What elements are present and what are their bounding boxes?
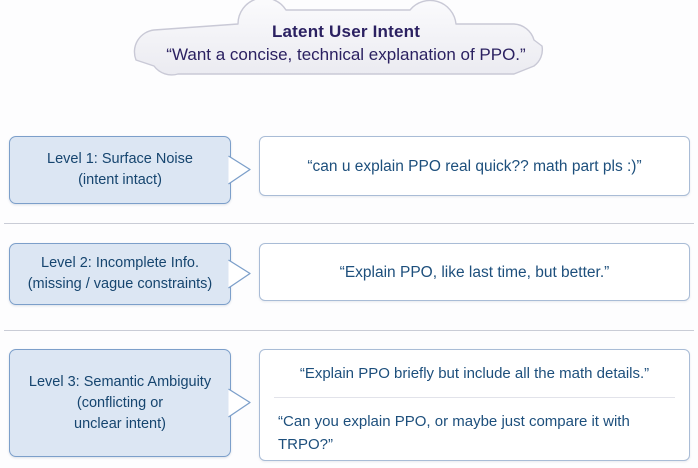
level-1-quote-box: “can u explain PPO real quick?? math par… <box>259 136 690 196</box>
level-1-label-line-2: (intent intact) <box>78 172 162 188</box>
cloud-title: Latent User Intent <box>271 22 421 41</box>
level-3-label-line-2: (conflicting or <box>76 394 164 411</box>
level-3-arrow-icon <box>228 388 254 418</box>
cloud-shape-icon <box>133 0 544 76</box>
level-3-label-box: Level 3: Semantic Ambiguity (conflicting… <box>9 349 231 457</box>
level-row-2: Level 2: Incomplete Info. (missing / vag… <box>0 243 698 308</box>
level-3-label-line-3: unclear intent) <box>74 415 166 432</box>
level-2-arrow-icon <box>228 259 254 289</box>
level-row-1: Level 1: Surface Noise (intent intact) “… <box>0 136 698 208</box>
level-3-quote-divider <box>274 397 675 398</box>
level-1-arrow-icon <box>228 155 254 185</box>
level-3-quote-2: “Can you explain PPO, or maybe just comp… <box>278 413 630 453</box>
level-1-label-line-1: Level 1: Surface Noise <box>47 151 193 167</box>
latent-intent-cloud: Latent User Intent “Want a concise, tech… <box>110 0 582 84</box>
cloud-quote: “Want a concise, technical explanation o… <box>166 45 526 64</box>
level-row-3: Level 3: Semantic Ambiguity (conflicting… <box>0 349 698 461</box>
level-2-label-line-2: (missing / vague constraints) <box>27 276 213 292</box>
level-3-quote-box: “Explain PPO briefly but include all the… <box>259 349 690 461</box>
level-1-quote-1: “can u explain PPO real quick?? math par… <box>307 157 642 175</box>
row-separator-2 <box>4 330 694 331</box>
row-separator-1 <box>4 223 694 224</box>
level-2-quote-box: “Explain PPO, like last time, but better… <box>259 243 690 301</box>
level-2-label-line-1: Level 2: Incomplete Info. <box>41 255 199 271</box>
level-3-quote-1: “Explain PPO briefly but include all the… <box>299 365 650 382</box>
level-3-label-line-1: Level 3: Semantic Ambiguity <box>28 373 212 390</box>
level-2-quote-1: “Explain PPO, like last time, but better… <box>339 263 610 281</box>
level-1-label-box: Level 1: Surface Noise (intent intact) <box>9 136 231 204</box>
level-2-label-box: Level 2: Incomplete Info. (missing / vag… <box>9 243 231 305</box>
